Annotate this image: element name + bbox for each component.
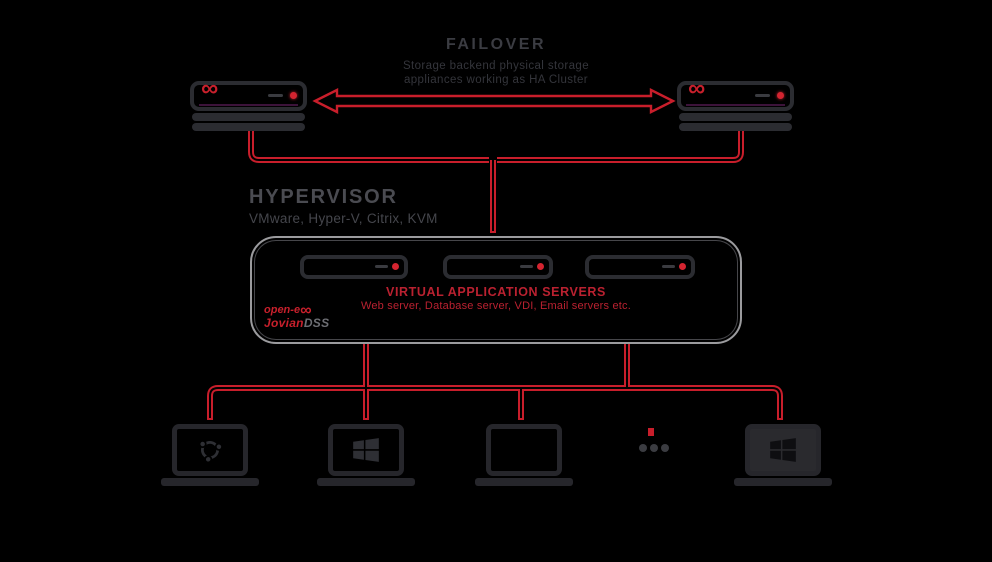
client-laptop-ubuntu xyxy=(161,424,259,486)
laptop-screen xyxy=(328,424,404,476)
virtual-app-servers-subtitle: Web server, Database server, VDI, Email … xyxy=(360,300,631,312)
hypervisor-box: VIRTUAL APPLICATION SERVERS Web server, … xyxy=(250,236,742,344)
laptop-screen xyxy=(172,424,248,476)
ellipsis-dot-icon xyxy=(650,444,658,452)
infinity-icon: ∞ xyxy=(300,302,312,319)
appliance-tray xyxy=(192,113,305,121)
ellipsis-more-clients xyxy=(639,444,669,452)
laptop-screen xyxy=(486,424,562,476)
status-led-icon xyxy=(290,92,297,99)
appliance-tray xyxy=(679,123,792,131)
upper-connector-core xyxy=(250,131,742,231)
server-slot xyxy=(375,265,388,268)
laptop-base xyxy=(161,478,259,486)
open-e-wordmark: open-e∞ xyxy=(264,302,312,319)
storage-appliance-right: ∞ xyxy=(677,77,794,131)
status-led-icon xyxy=(537,263,544,270)
status-led-icon xyxy=(392,263,399,270)
failover-subtitle-line1: Storage backend physical storage xyxy=(402,60,590,72)
joviandss-wordmark: JovianDSS xyxy=(264,316,330,330)
windows-logo-icon xyxy=(353,438,379,462)
appliance-tray xyxy=(679,113,792,121)
appliance-slot xyxy=(268,94,283,97)
hypervisor-subtitle: VMware, Hyper-V, Citrix, KVM xyxy=(249,211,438,226)
client-laptop-windows-dark xyxy=(734,424,832,486)
appliance-face: ∞ xyxy=(677,77,794,111)
virtual-server-3 xyxy=(585,255,695,279)
appliance-accent-line xyxy=(686,104,785,106)
server-slot xyxy=(662,265,675,268)
failover-double-arrow-icon xyxy=(312,88,676,114)
server-slot xyxy=(520,265,533,268)
lower-connector-core xyxy=(209,342,781,418)
failover-subtitle-line2: appliances working as HA Cluster xyxy=(403,74,589,86)
appliance-face: ∞ xyxy=(190,77,307,111)
virtual-app-servers-title: VIRTUAL APPLICATION SERVERS xyxy=(386,285,606,299)
ellipsis-dot-icon xyxy=(639,444,647,452)
laptop-base xyxy=(734,478,832,486)
appliance-slot xyxy=(755,94,770,97)
ellipsis-dot-icon xyxy=(661,444,669,452)
open-e-logo-icon: ∞ xyxy=(201,75,219,102)
open-e-logo-icon: ∞ xyxy=(688,75,706,102)
laptop-base xyxy=(317,478,415,486)
appliance-accent-line xyxy=(199,104,298,106)
appliance-tray xyxy=(192,123,305,131)
virtual-server-2 xyxy=(443,255,553,279)
ubuntu-logo-icon xyxy=(198,440,223,464)
windows-logo-icon xyxy=(770,438,796,462)
status-led-icon xyxy=(777,92,784,99)
client-laptop-windows xyxy=(317,424,415,486)
open-e-joviandss-logo: open-e∞ JovianDSS xyxy=(264,302,344,330)
storage-appliance-left: ∞ xyxy=(190,77,307,131)
failover-title: FAILOVER xyxy=(445,36,546,53)
hypervisor-title: HYPERVISOR xyxy=(249,186,398,208)
virtual-server-1 xyxy=(300,255,408,279)
client-laptop-blank xyxy=(475,424,573,486)
laptop-screen xyxy=(745,424,821,476)
laptop-base xyxy=(475,478,573,486)
status-led-icon xyxy=(679,263,686,270)
